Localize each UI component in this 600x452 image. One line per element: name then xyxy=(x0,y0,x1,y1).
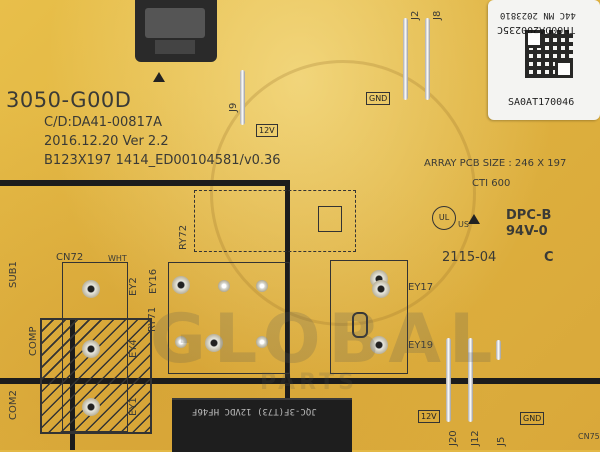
label-ey17: EY17 xyxy=(408,282,434,293)
pad-ry71-b xyxy=(256,280,268,292)
tag-12v-bottom: 12V xyxy=(418,410,440,423)
globe-watermark-icon xyxy=(210,60,476,326)
pad-ry71-e xyxy=(256,336,268,348)
ul-logo-icon: UL xyxy=(432,206,456,230)
jumper-j20 xyxy=(446,338,451,422)
ry72-outline xyxy=(194,190,356,252)
label-j2: J2 xyxy=(410,10,421,20)
jumper-j9 xyxy=(240,70,245,125)
pad-ey4 xyxy=(82,340,100,358)
pad-ey2 xyxy=(82,280,100,298)
connector-latch xyxy=(155,40,195,54)
ry72-coil-symbol xyxy=(318,206,342,232)
pad-ry71-a xyxy=(218,280,230,292)
label-j20: J20 xyxy=(448,430,459,446)
label-j5: J5 xyxy=(496,436,507,446)
pad-ey17-lower xyxy=(372,280,390,298)
jumper-j12 xyxy=(468,338,473,422)
ul-us-mark: US xyxy=(458,220,469,229)
board-model: 3050-G00D xyxy=(6,88,132,112)
label-ey16: EY16 xyxy=(148,268,159,294)
jumper-j2 xyxy=(403,18,408,100)
pin1-marker-icon xyxy=(153,72,165,82)
label-ey1: EY1 xyxy=(128,397,139,416)
ry71-outline xyxy=(168,262,290,374)
relay-marking: JQC-3F(T73) 12VDC HF46F xyxy=(192,406,317,416)
qr-code-icon xyxy=(525,30,573,78)
connector-slot xyxy=(145,8,205,38)
relay-component: JQC-3F(T73) 12VDC HF46F xyxy=(172,398,352,452)
pad-ry71-c xyxy=(175,336,187,348)
pad-ey16 xyxy=(172,276,190,294)
label-ey4: EY4 xyxy=(128,339,139,358)
label-j12: J12 xyxy=(470,430,481,446)
trace-vertical-center xyxy=(285,180,290,450)
cn72-hatched-area xyxy=(40,318,152,434)
watermark-sub: PARTS xyxy=(260,370,358,395)
warning-triangle-icon xyxy=(468,214,480,224)
trace-horizontal-upper xyxy=(0,180,290,186)
top-connector xyxy=(135,0,217,62)
trace-horizontal-lower xyxy=(0,378,600,384)
tag-12v-top: 12V xyxy=(256,124,278,137)
date-stamp: 2115-04 xyxy=(442,250,497,265)
watermark-main: GLOBAL xyxy=(150,300,501,379)
pad-ry71-d xyxy=(205,334,223,352)
label-ry72: RY72 xyxy=(178,224,189,250)
label-ey19: EY19 xyxy=(408,340,434,351)
sticker-code-small: 44C MN 2023810 xyxy=(500,10,576,20)
coil-icon xyxy=(352,312,368,338)
pad-ey19 xyxy=(370,336,388,354)
label-comp: COMP xyxy=(28,326,39,356)
jumper-j8 xyxy=(425,18,430,100)
pad-ey1 xyxy=(82,398,100,416)
label-cn75: CN75 xyxy=(578,432,600,441)
label-com2: COM2 xyxy=(8,390,19,420)
board-cd-code: C/D:DA41-00817A xyxy=(44,115,163,130)
label-wht: WHT xyxy=(108,254,127,263)
flammability-rating: 94V-0 xyxy=(506,224,548,239)
cti-rating: CTI 600 xyxy=(472,178,511,189)
jumper-j5 xyxy=(496,340,501,360)
board-pcb-code: B123X197 1414_ED00104581/v0.36 xyxy=(44,153,281,168)
board-date-version: 2016.12.20 Ver 2.2 xyxy=(44,134,169,149)
label-sub1: SUB1 xyxy=(8,261,19,288)
sticker-serial: SA0AT170046 xyxy=(508,97,575,108)
label-j9: J9 xyxy=(228,102,239,112)
date-suffix: C xyxy=(544,250,554,265)
tag-gnd-bottom: GND xyxy=(520,412,545,425)
label-ey2: EY2 xyxy=(128,277,139,296)
dpc-rating: DPC-B xyxy=(506,208,552,223)
label-cn72: CN72 xyxy=(56,252,84,263)
ey-right-outline xyxy=(330,260,408,374)
label-j8: J8 xyxy=(432,10,443,20)
array-pcb-size: ARRAY PCB SIZE : 246 X 197 xyxy=(424,158,567,169)
tag-gnd-top: GND xyxy=(366,92,391,105)
